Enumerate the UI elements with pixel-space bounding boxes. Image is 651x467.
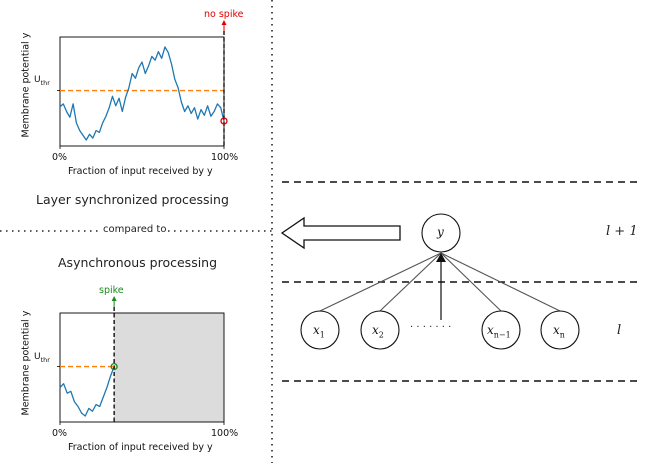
node-xn-1-label: xn−1 (487, 323, 511, 339)
top-xtick-start: 0% (52, 152, 68, 163)
node-x2 (360, 310, 400, 350)
top-axes-frame (59, 36, 225, 147)
node-x1-base: x (313, 323, 320, 337)
node-xn-base: x (553, 323, 560, 337)
top-trace (59, 46, 225, 141)
bottom-annotation-spike: spike (99, 285, 124, 296)
compared-to-label: compared to (101, 224, 169, 235)
node-xn (540, 310, 580, 350)
layer-label-upper: l + 1 (606, 224, 638, 239)
bottom-axes-frame (59, 312, 225, 423)
node-y-label: y (437, 225, 444, 239)
node-x2-sub: 2 (378, 330, 384, 340)
sync-title: Layer synchronized processing (36, 192, 229, 207)
node-x1-label: x1 (313, 323, 325, 339)
top-xtick-end: 100% (211, 152, 239, 163)
bottom-shaded-region (114, 313, 224, 422)
top-xlabel: Fraction of input received by y (68, 166, 213, 177)
node-x2-edge (379, 252, 442, 312)
node-xn-sub: n (559, 330, 565, 340)
bottom-annotation-arrow-head (111, 296, 117, 301)
bottom-plot (57, 296, 225, 425)
node-xn-1-base: x (487, 323, 494, 337)
node-y (421, 213, 461, 253)
bottom-xtick-end: 100% (211, 428, 239, 439)
node-x2-base: x (372, 323, 379, 337)
network-diagram (280, 181, 640, 382)
top-threshold-symbol: U (34, 75, 41, 85)
compare-arrow (280, 216, 401, 250)
bottom-end-marker (110, 362, 118, 371)
node-xn-1 (481, 310, 521, 350)
node-xn-1-sub: n−1 (493, 330, 511, 340)
top-end-marker (220, 117, 228, 125)
node-xn-edge (440, 252, 561, 312)
bottom-trace (59, 366, 115, 417)
top-threshold-sub: thr (40, 78, 50, 87)
top-annotation-no-spike: no spike (204, 9, 244, 20)
bottom-threshold-label: Uthr (34, 352, 50, 364)
node-xn-label: xn (553, 323, 565, 339)
node-x1-edge (319, 252, 442, 312)
node-x1 (300, 310, 340, 350)
input-ellipsis: · · · · · · · (410, 322, 452, 333)
top-ylabel: Membrane potential y (20, 32, 32, 138)
node-x1-sub: 1 (319, 330, 325, 340)
bottom-threshold-symbol: U (34, 352, 41, 362)
bottom-xtick-start: 0% (52, 428, 68, 439)
top-threshold-label: Uthr (34, 75, 50, 87)
bottom-xlabel: Fraction of input received by y (68, 442, 213, 453)
top-plot (57, 20, 228, 149)
bottom-threshold-sub: thr (40, 355, 50, 364)
layer-label-lower: l (617, 323, 622, 338)
async-title: Asynchronous processing (58, 255, 218, 270)
node-xn-1-edge (440, 252, 502, 312)
bottom-ylabel: Membrane potential y (20, 310, 32, 416)
convergence-arrowhead (436, 253, 446, 262)
top-annotation-arrow-head (221, 20, 227, 25)
node-x2-label: x2 (372, 323, 384, 339)
